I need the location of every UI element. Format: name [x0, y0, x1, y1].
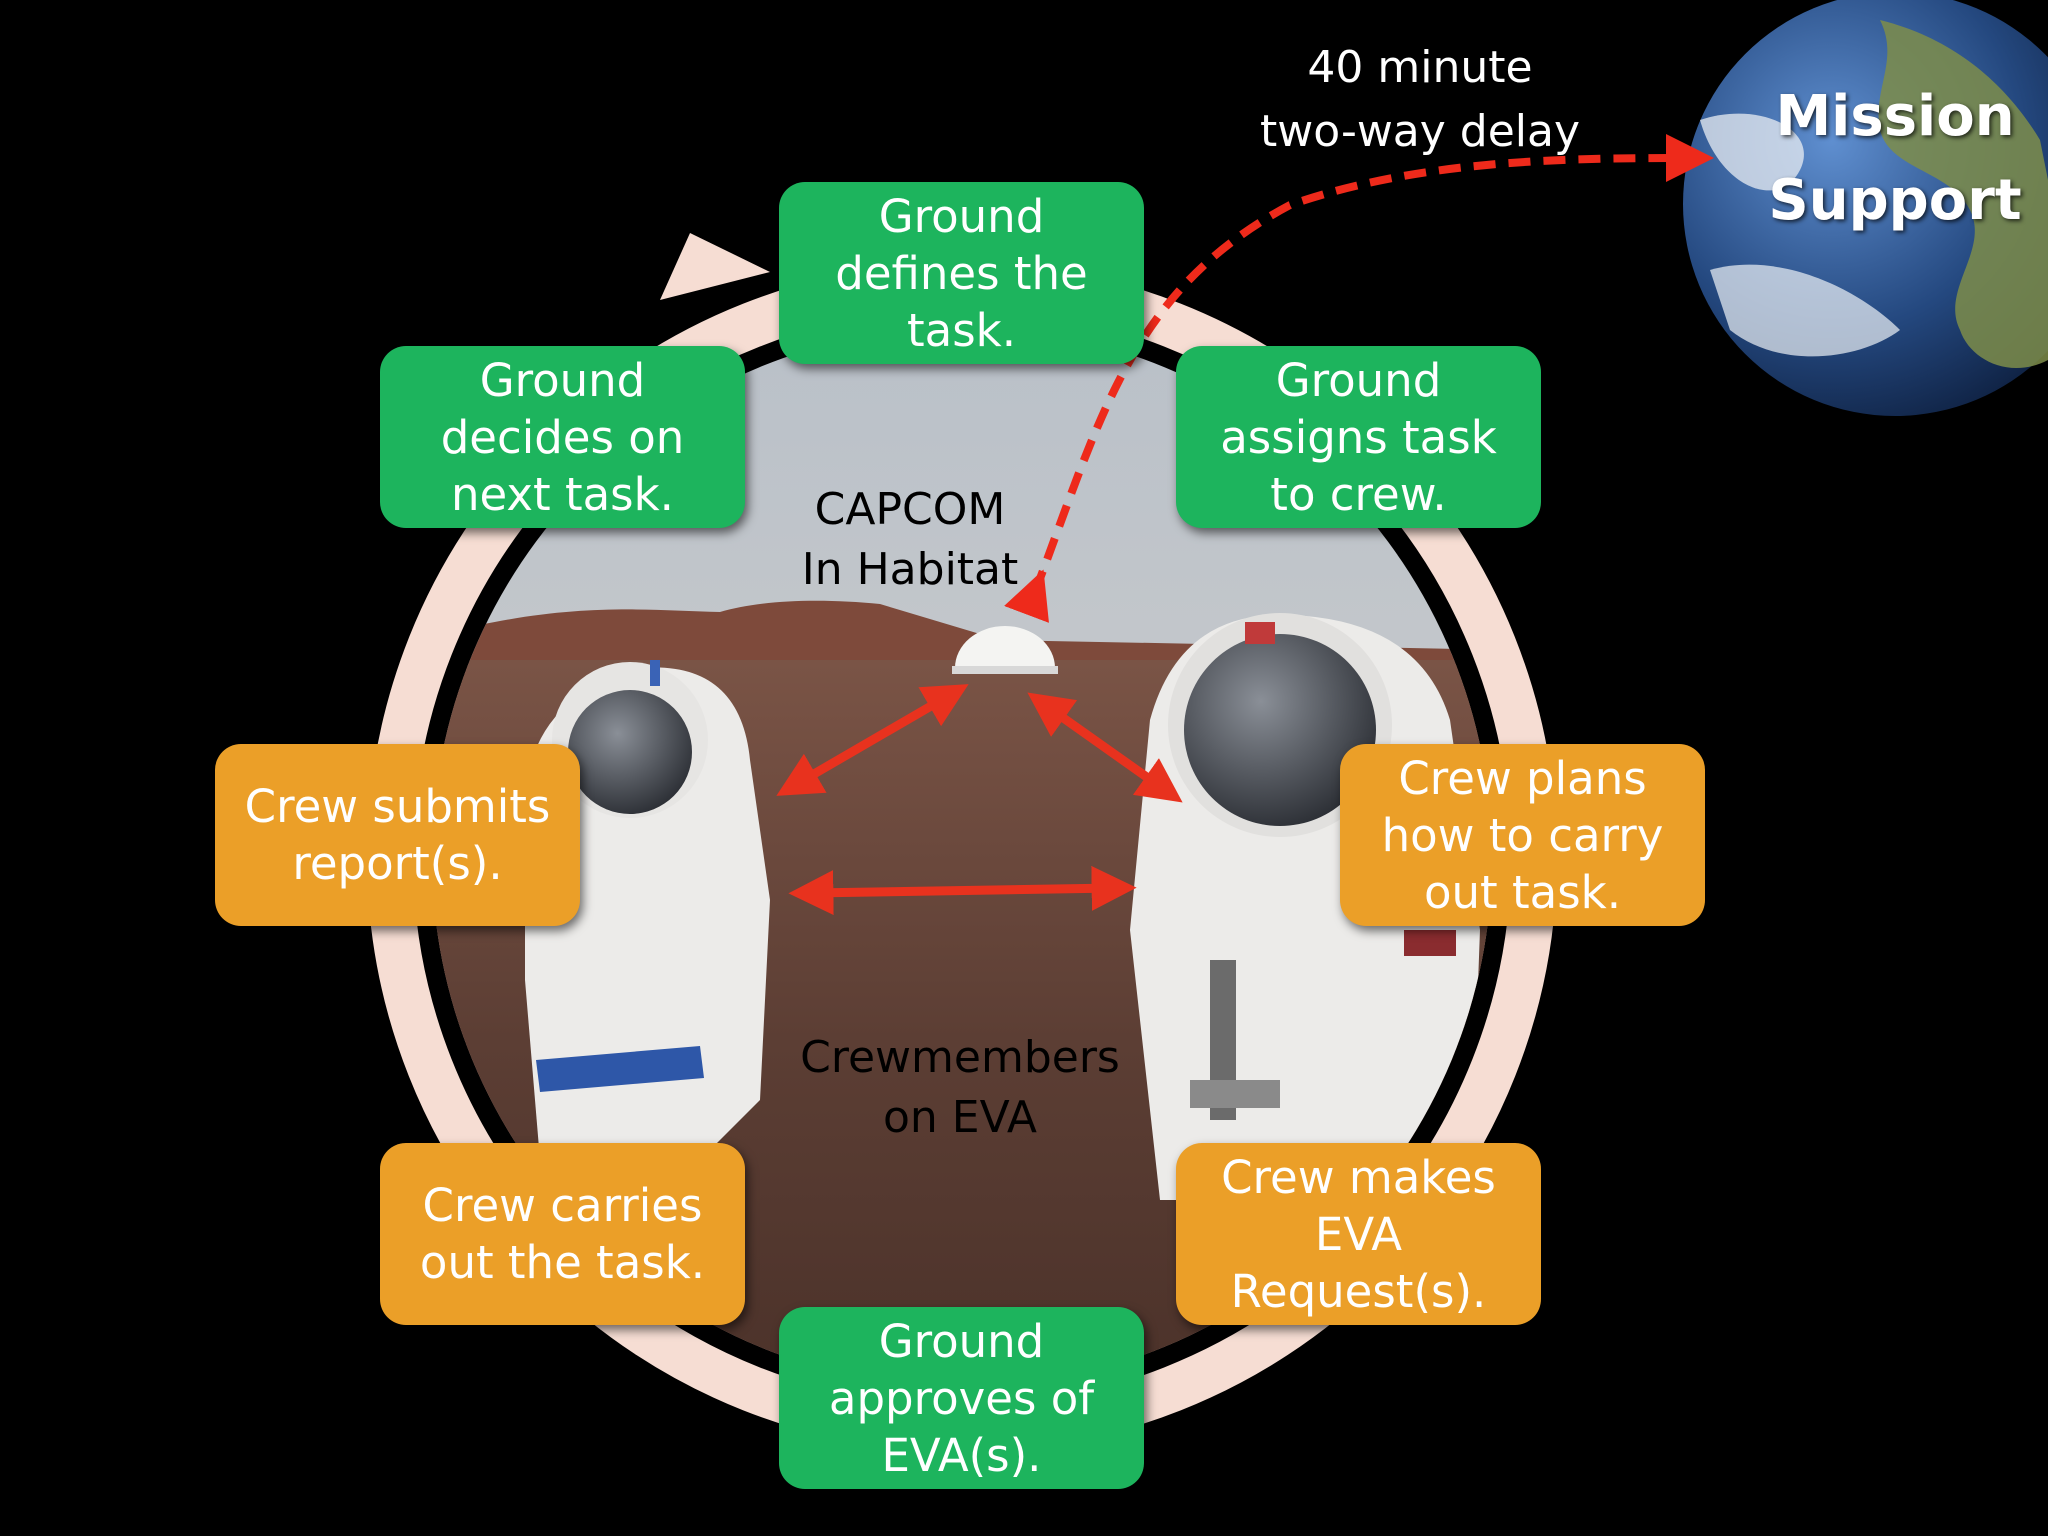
cycle-arrowhead — [660, 233, 770, 300]
step-crew-plans-task: Crew plans how to carry out task. — [1340, 744, 1705, 926]
step-ground-assigns-task: Ground assigns task to crew. — [1176, 346, 1541, 528]
step-ground-decides-next-task: Ground decides on next task. — [380, 346, 745, 528]
delay-arrow — [1004, 134, 1714, 623]
comm-arrow-left — [776, 684, 969, 796]
step-ground-defines-task: Ground defines the task. — [779, 182, 1144, 364]
delay-label: 40 minute two-way delay — [1259, 42, 1581, 157]
step-crew-carries-out-task: Crew carries out the task. — [380, 1143, 745, 1325]
astronaut-right-icon — [1130, 613, 1480, 1200]
comm-arrow-right — [1027, 692, 1183, 803]
step-crew-submits-report: Crew submits report(s). — [215, 744, 580, 926]
crew-eva-label: Crewmembers on EVA — [800, 1032, 1120, 1143]
astronaut-left-icon — [524, 660, 770, 1160]
habitat-dome-icon — [952, 626, 1058, 674]
step-crew-makes-eva-request: Crew makes EVA Request(s). — [1176, 1143, 1541, 1325]
step-ground-approves-eva: Ground approves of EVA(s). — [779, 1307, 1144, 1489]
comm-arrow-crew — [788, 865, 1137, 916]
earth-globe-icon — [1683, 0, 2048, 416]
capcom-label: CAPCOM In Habitat — [801, 484, 1019, 595]
mission-support-label: Mission Support — [1768, 84, 2022, 233]
